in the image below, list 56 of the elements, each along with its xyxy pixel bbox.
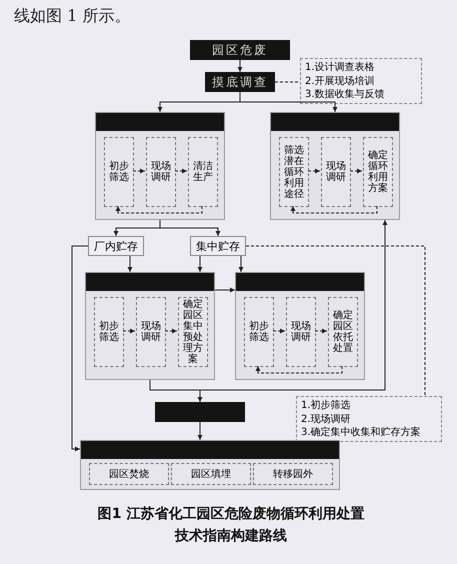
step-box: 现场调研: [146, 137, 176, 207]
step-box: 初步筛选: [94, 297, 124, 367]
dashed-connector: [256, 366, 342, 374]
step-box: 现场调研: [321, 137, 351, 207]
step-box: 确定循环利用方案: [363, 137, 393, 207]
arrow: [72, 246, 88, 452]
note-line: 2.开展现场培训: [305, 74, 376, 88]
arrow: [198, 422, 202, 440]
step-box: 确定园区依托处置: [328, 297, 358, 367]
arrow: [128, 256, 132, 272]
title-box: 摸底调查: [205, 72, 275, 92]
process-panel: [80, 440, 340, 490]
storage-box: 厂内贮存: [88, 236, 144, 256]
dashed-connector: [314, 328, 328, 334]
note-box: [300, 58, 422, 104]
step-box: 园区焚烧: [89, 463, 169, 485]
note-line: 2.现场调研: [301, 412, 352, 426]
note-line: 1.初步筛选: [301, 399, 352, 412]
process-panel: [235, 272, 365, 380]
step-box: 筛选潜在循环利用途径: [279, 137, 309, 207]
note-box: [296, 396, 442, 442]
step-box: 现场调研: [136, 297, 166, 367]
dashed-connector: [308, 168, 320, 174]
dashed-connector: [164, 328, 178, 334]
arrow: [238, 256, 244, 272]
arrow: [214, 288, 236, 292]
storage-box: 集中贮存: [190, 236, 246, 256]
process-panel: [95, 112, 225, 220]
dashed-connector: [272, 328, 286, 334]
step-box: 初步筛选: [244, 297, 274, 367]
step-box: 园区填埋: [171, 463, 251, 485]
process-panel: [270, 112, 400, 220]
arrow: [198, 256, 202, 272]
dashed-connector: [350, 168, 362, 174]
step-box: 清洁生产: [188, 137, 218, 207]
process-panel: [85, 272, 215, 380]
step-box: 现场调研: [286, 297, 316, 367]
note-line: 3.数据收集与反馈: [305, 88, 386, 102]
step-box: 初步筛选: [104, 137, 134, 207]
arrow: [150, 220, 388, 390]
dashed-connector: [116, 206, 202, 214]
title-box: [155, 402, 245, 422]
step-box: 转移园外: [253, 463, 333, 485]
step-box: 确定园区集中预处理方案: [178, 297, 208, 367]
dashed-connector: [122, 328, 136, 334]
note-line: 3.确定集中收集和贮存方案: [301, 426, 422, 440]
dashed-connector: [246, 246, 426, 396]
dashed-connector: [174, 168, 188, 174]
body-text: 线如图 1 所示。: [14, 6, 130, 27]
title-box: 园区危废: [190, 40, 290, 60]
note-line: 1.设计调查表格: [305, 61, 376, 74]
figure-caption: 图1 江苏省化工园区危险废物循环利用处置技术指南构建路线: [96, 504, 366, 546]
dashed-connector: [132, 168, 146, 174]
dashed-connector: [290, 206, 378, 214]
arrow: [238, 60, 242, 72]
arrow: [160, 220, 220, 236]
